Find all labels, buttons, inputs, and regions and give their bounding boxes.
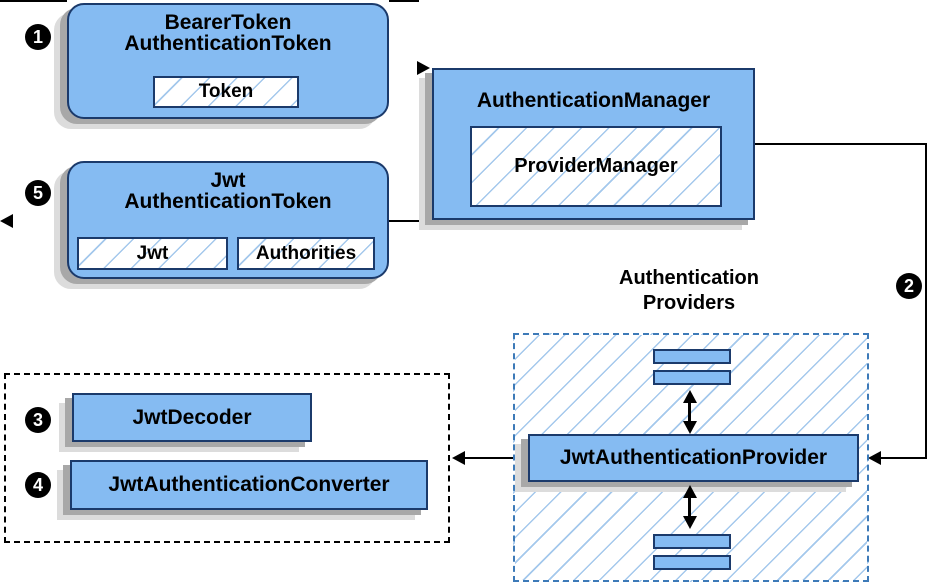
arrowhead-outgoing-left-icon: [0, 214, 13, 228]
connector-manager-to-jwt-token: [389, 220, 434, 222]
field-token: Token: [153, 76, 299, 108]
arrowhead-into-manager-icon: [417, 61, 430, 75]
field-authorities: Authorities: [237, 237, 375, 270]
node-bearer-token-authentication-token: BearerToken AuthenticationToken Token: [67, 3, 389, 119]
node-jwt-decoder: JwtDecoder: [72, 393, 312, 442]
connector-to-provider: [880, 457, 927, 459]
step-3-badge: 3: [25, 407, 51, 433]
connector-provider-to-decoder-group: [465, 457, 528, 459]
connector-manager-right: [755, 143, 927, 145]
node-authentication-manager: AuthenticationManager ProviderManager: [432, 68, 755, 220]
provider-placeholder-bar: [653, 534, 731, 549]
node-jwt-authentication-provider: JwtAuthenticationProvider: [528, 434, 859, 482]
jwt-token-title: Jwt AuthenticationToken: [69, 170, 387, 212]
connector-top-double-arrow: [688, 401, 691, 423]
arrowhead-into-provider-icon: [868, 451, 881, 465]
step-2-badge: 2: [896, 273, 922, 299]
node-jwt-authentication-token: Jwt AuthenticationToken Jwt Authorities: [67, 161, 389, 279]
provider-placeholder-bar: [653, 370, 731, 385]
step-4-badge: 4: [25, 472, 51, 498]
jwt-token-title-line2: AuthenticationToken: [124, 190, 332, 213]
bearer-token-title-line2: AuthenticationToken: [124, 32, 332, 55]
arrowhead-down-top-icon: [683, 421, 697, 434]
node-jwt-authentication-converter: JwtAuthenticationConverter: [70, 460, 428, 510]
step-1-badge: 1: [25, 24, 51, 50]
field-jwt: Jwt: [77, 237, 228, 270]
authentication-providers-label: Authentication Providers: [589, 266, 789, 316]
field-provider-manager: ProviderManager: [470, 126, 722, 207]
arrowhead-into-decoder-group-icon: [452, 451, 465, 465]
arrowhead-up-bottom-icon: [683, 485, 697, 498]
connector-bottom-double-arrow: [688, 496, 691, 519]
bearer-token-title-line1: BearerToken: [164, 11, 292, 34]
provider-placeholder-bar: [653, 555, 731, 570]
connector-bearer-to-manager: [389, 0, 419, 2]
provider-placeholder-bar: [653, 349, 731, 364]
authentication-providers-label-line2: Providers: [642, 292, 736, 314]
arrowhead-down-bottom-icon: [683, 516, 697, 529]
connector-jwt-token-outgoing: [12, 0, 67, 2]
bearer-token-title: BearerToken AuthenticationToken: [69, 12, 387, 54]
authentication-manager-title: AuthenticationManager: [476, 89, 711, 112]
arrowhead-up-top-icon: [683, 390, 697, 403]
jwt-token-title-line1: Jwt: [210, 169, 246, 192]
connector-right-vertical: [925, 143, 927, 459]
group-authentication-providers: JwtAuthenticationProvider: [513, 333, 869, 582]
authentication-providers-label-line1: Authentication: [619, 267, 759, 289]
step-5-badge: 5: [25, 180, 51, 206]
